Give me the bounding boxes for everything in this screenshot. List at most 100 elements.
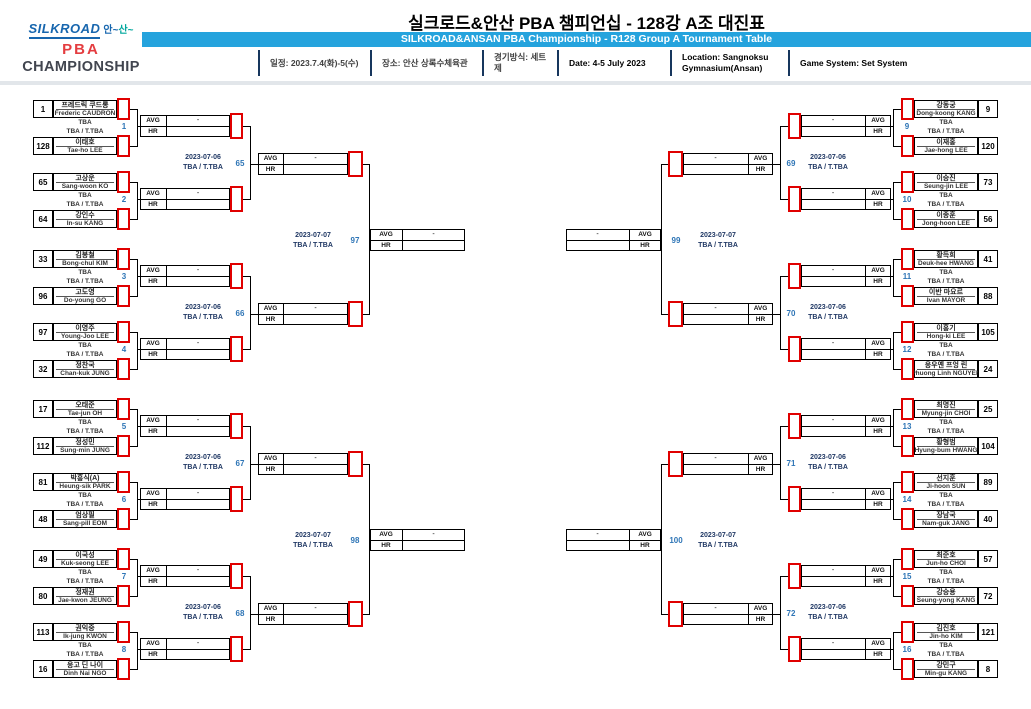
player-name-kr: 최준호: [936, 551, 956, 559]
bracket-line: [137, 409, 138, 447]
advance-cap: [668, 151, 683, 177]
bracket-line: [137, 332, 138, 370]
advance-cap: [668, 451, 683, 477]
bracket-line: [661, 164, 668, 165]
round-date: 2023-07-07: [700, 231, 736, 239]
avg-value: -: [314, 305, 317, 312]
avg-value: -: [196, 267, 200, 274]
name-divider: [56, 669, 114, 670]
player-name-kr: 이반 마요르: [928, 288, 964, 296]
bracket-line: [243, 126, 250, 127]
slot-tba2: TBA / T.TBA: [927, 278, 965, 285]
player-name-kr: 정재권: [75, 588, 95, 596]
avg-label: AVG: [871, 267, 885, 274]
bracket-line: [891, 126, 894, 127]
seed-box: 40: [978, 510, 998, 528]
round-slot: TBA / T.TBA: [183, 613, 223, 621]
player-name-en: Min-gu KANG: [924, 670, 968, 677]
player-name-kr: 정찬국: [75, 361, 95, 369]
bracket-line: [250, 314, 258, 315]
seed-box: 65: [33, 173, 53, 191]
slot-tba: TBA: [939, 642, 953, 649]
bracket-line: [773, 314, 781, 315]
bracket-line: [130, 519, 137, 520]
slot-tba2: TBA / T.TBA: [66, 578, 104, 585]
advance-cap: [117, 208, 130, 230]
round-date: 2023-07-06: [185, 453, 221, 461]
player-name-en: Kuk-seong LEE: [60, 560, 110, 567]
slot-tba: TBA: [939, 569, 953, 576]
seed-box: 57: [978, 550, 998, 568]
player-name-kr: 이영주: [75, 324, 95, 332]
bracket-line: [661, 464, 662, 615]
avg-value: -: [596, 231, 599, 238]
bracket-line: [661, 164, 662, 315]
seed-box: 121: [978, 623, 998, 641]
match-number: 15: [902, 571, 912, 581]
bracket-line: [363, 164, 370, 165]
hr-label: HR: [148, 201, 158, 208]
name-divider: [917, 259, 975, 260]
cell-divider: [259, 614, 347, 615]
seed-box: 128: [33, 137, 53, 155]
bracket-line: [130, 219, 137, 220]
name-divider: [917, 559, 975, 560]
subtitle-bar: SILKROAD&ANSAN PBA Championship - R128 G…: [142, 32, 1031, 47]
seed-box: 48: [33, 510, 53, 528]
avg-label: AVG: [871, 640, 885, 647]
avg-value: -: [831, 490, 835, 497]
player-name-kr: 장남국: [936, 511, 956, 519]
cell-divider: [371, 540, 464, 541]
name-divider: [56, 296, 114, 297]
hr-label: HR: [873, 651, 883, 658]
bracket-line: [893, 182, 894, 220]
hr-label: HR: [148, 428, 158, 435]
player-name-en: In-su KANG: [66, 220, 104, 227]
name-divider: [56, 259, 114, 260]
avg-label: AVG: [638, 531, 652, 538]
player-name-en: Ivan MAYOR: [926, 297, 966, 304]
hr-label: HR: [381, 542, 391, 549]
bracket-line: [137, 576, 140, 577]
slot-tba: TBA: [939, 419, 953, 426]
bracket-line: [130, 446, 137, 447]
avg-label: AVG: [871, 190, 885, 197]
slot-tba: TBA: [78, 569, 92, 576]
player-name-kr: 선지훈: [936, 474, 956, 482]
avg-value: -: [714, 455, 717, 462]
match-number: 11: [902, 271, 912, 281]
hr-label: HR: [873, 128, 883, 135]
avg-label: AVG: [871, 117, 885, 124]
slot-tba2: TBA / T.TBA: [66, 201, 104, 208]
hr-label: HR: [148, 578, 158, 585]
bracket-line: [363, 614, 370, 615]
slot-tba2: TBA / T.TBA: [66, 428, 104, 435]
avg-value: -: [432, 231, 435, 238]
avg-label: AVG: [638, 231, 652, 238]
bracket-line: [137, 126, 140, 127]
round-date: 2023-07-07: [295, 231, 331, 239]
advance-cap: [117, 658, 130, 680]
advance-cap: [901, 621, 914, 643]
bracket-line: [250, 426, 251, 500]
advance-cap: [230, 563, 243, 589]
bracket-line: [773, 614, 781, 615]
seed-box: 88: [978, 287, 998, 305]
bracket-line: [781, 499, 788, 500]
player-name-kr: 김봉철: [75, 251, 95, 259]
bracket-line: [137, 559, 138, 597]
advance-cap: [230, 336, 243, 362]
player-name-en: Tae-ho LEE: [67, 147, 103, 154]
bracket-line: [243, 649, 250, 650]
bracket-line: [894, 369, 901, 370]
bracket-line: [891, 576, 894, 577]
bracket-line: [250, 276, 251, 350]
advance-cap: [901, 248, 914, 270]
seed-box: 25: [978, 400, 998, 418]
avg-label: AVG: [871, 417, 885, 424]
slot-tba: TBA: [939, 492, 953, 499]
avg-value: -: [314, 605, 317, 612]
avg-label: AVG: [263, 605, 278, 612]
